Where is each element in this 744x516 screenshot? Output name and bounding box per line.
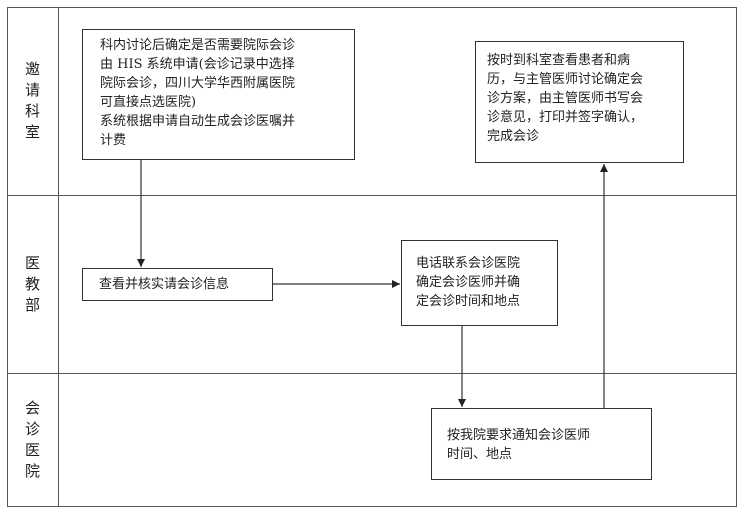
lane-divider-2	[7, 373, 737, 374]
lane-label-divider	[58, 7, 59, 507]
box-notify-doctor: 按我院要求通知会诊医师 时间、地点	[431, 408, 652, 480]
apply-billing-text: 系统根据申请自动生成会诊医嘱并 计费	[100, 114, 296, 148]
box-complete-consultation: 按时到科室查看患者和病 历，与主管医师讨论确定会 诊方案，由主管医师书写会 诊意…	[475, 41, 684, 163]
lane-label-consulting-hospital: 会诊医院	[25, 399, 41, 480]
lane-divider-1	[7, 195, 737, 196]
box-verify-info: 查看并核实请会诊信息	[82, 268, 273, 301]
lane-label-inviting-dept: 邀请科室	[25, 60, 41, 141]
diagram-frame	[7, 7, 737, 507]
lane-label-medical-affairs: 医教部	[25, 253, 41, 314]
box-apply-consultation: 科内讨论后确定是否需要院际会诊 由 HIS 系统申请(会诊记录中选择 院际会诊，…	[82, 29, 355, 160]
box-contact-hospital: 电话联系会诊医院 确定会诊医师并确 定会诊时间和地点	[401, 240, 558, 326]
apply-text: 科内讨论后确定是否需要院际会诊 由 HIS 系统申请(会诊记录中选择 院际会诊，…	[100, 38, 296, 110]
